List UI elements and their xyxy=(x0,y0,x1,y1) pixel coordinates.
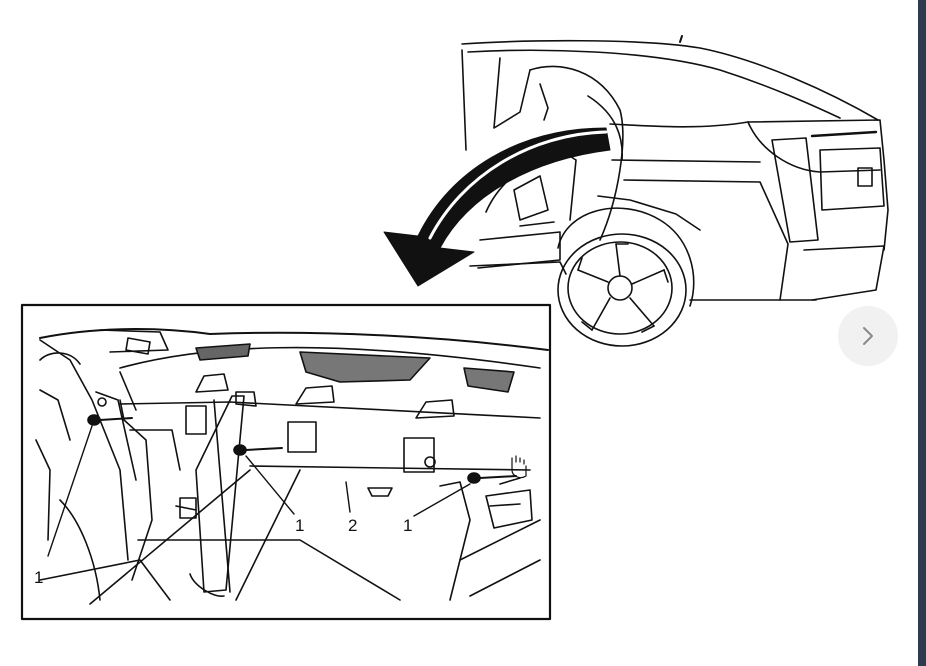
chevron-right-icon xyxy=(863,327,873,345)
door-swing-arrow xyxy=(383,127,611,287)
window-right-edge xyxy=(918,0,926,666)
leader-line-right xyxy=(413,483,471,517)
callout-1-middle: 1 xyxy=(295,516,304,535)
car-illustration xyxy=(461,35,889,347)
next-image-button[interactable] xyxy=(838,306,898,366)
push-pin-retainer-middle xyxy=(233,444,283,456)
callout-1-left: 1 xyxy=(34,568,43,587)
leader-line-left xyxy=(47,425,93,557)
leader-line-middle xyxy=(245,455,295,515)
leader-line-2 xyxy=(345,481,351,513)
callout-2: 2 xyxy=(348,516,357,535)
callout-1-right: 1 xyxy=(403,516,412,535)
inset-detail: 1 1 2 1 xyxy=(20,303,552,621)
hand-cursor-icon xyxy=(511,455,527,479)
push-pin-retainer-right xyxy=(467,472,517,484)
push-pin-retainer-left xyxy=(87,414,133,426)
